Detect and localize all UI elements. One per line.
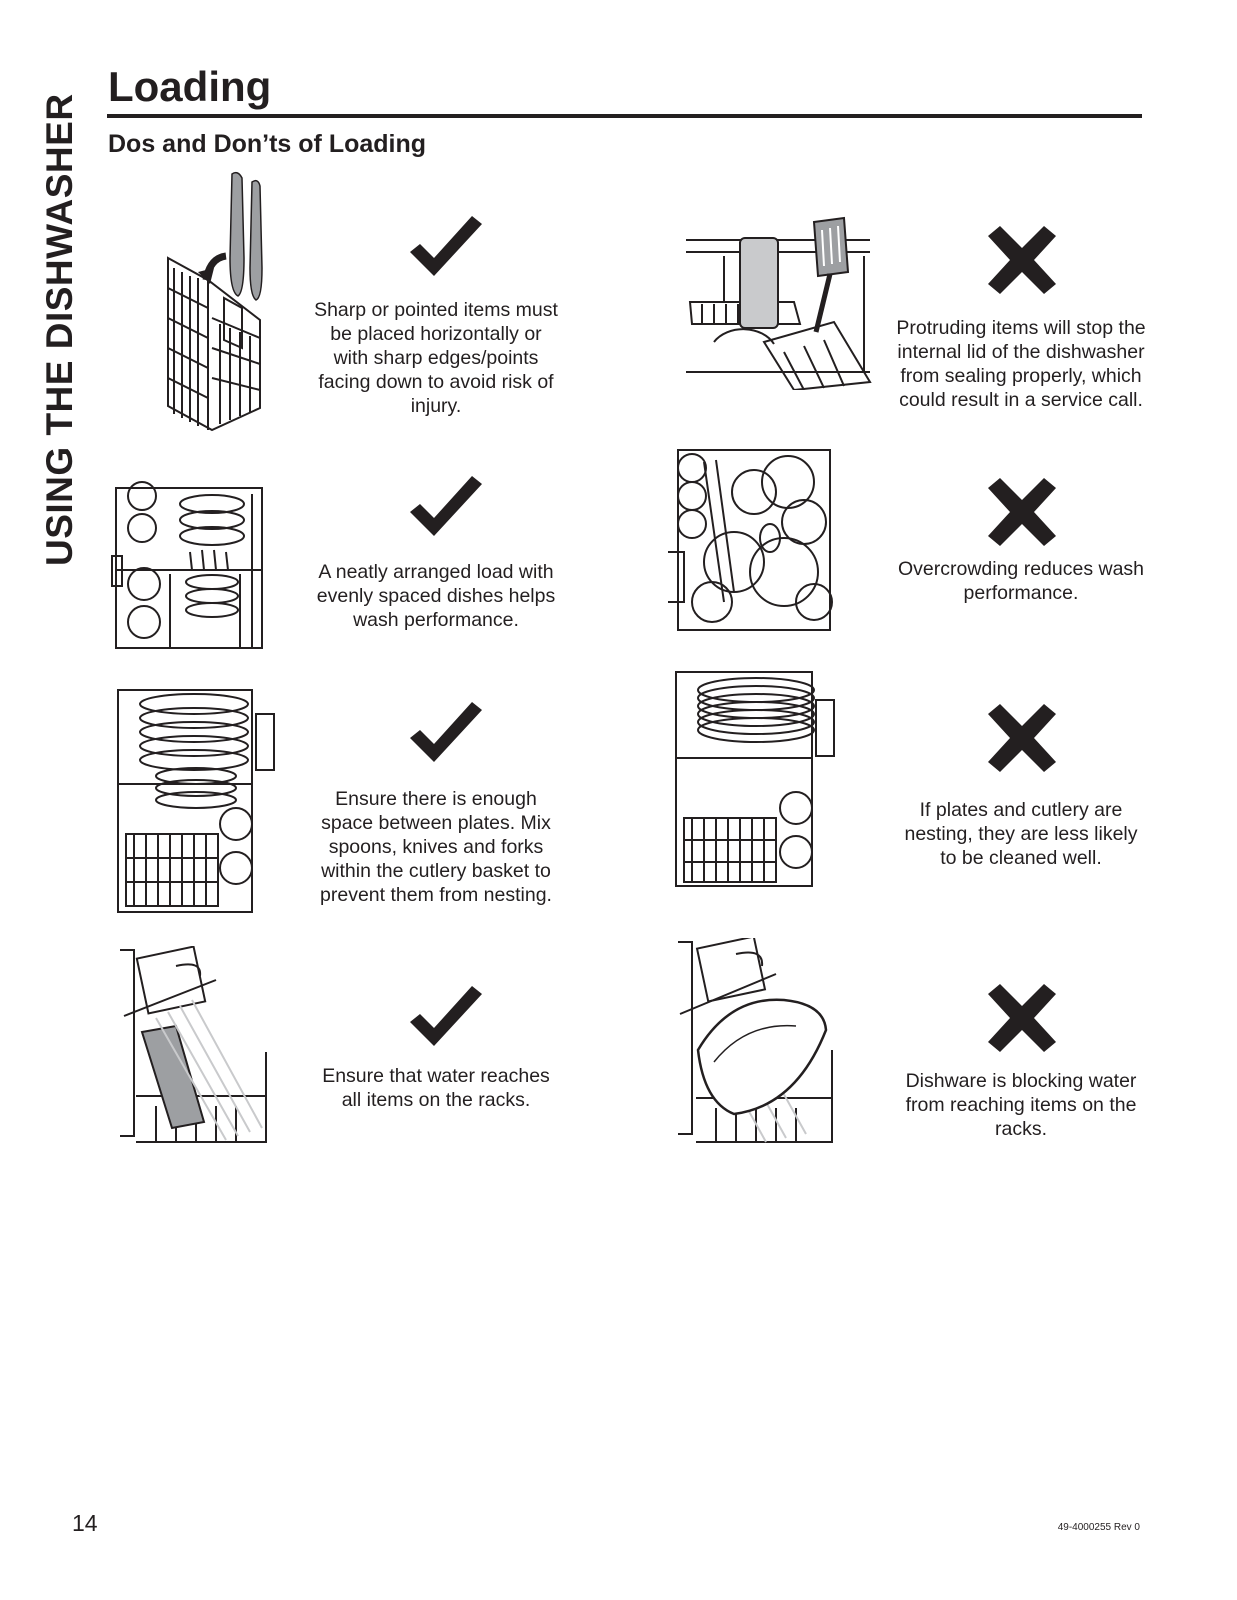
caption-dont-nesting: If plates and cutlery are nesting, they …	[904, 799, 1138, 869]
side-section-tab: USING THE DISHWASHER	[39, 70, 80, 570]
caption-do-space-plates: Ensure there is enough space between pla…	[320, 788, 552, 906]
illustration-overcrowded-load	[668, 449, 833, 631]
section-subtitle: Dos and Don’ts of Loading	[108, 130, 427, 158]
caption-dont-overcrowding: Overcrowding reduces wash performance.	[897, 558, 1145, 604]
caption-dont-protruding-items: Protruding items will stop the internal …	[896, 317, 1146, 411]
x-mark-icon	[988, 704, 1056, 772]
illustration-dishware-blocking-water	[678, 938, 833, 1143]
caption-do-sharp-items: Sharp or pointed items must be placed ho…	[314, 299, 558, 417]
caption-do-water-reaches: Ensure that water reaches all items on t…	[322, 1065, 550, 1111]
x-mark-icon	[988, 984, 1056, 1052]
illustration-nesting-plates	[675, 671, 835, 887]
checkmark-icon	[410, 702, 482, 762]
side-section-label: USING THE DISHWASHER	[39, 93, 80, 566]
illustration-water-reaching-items	[120, 946, 267, 1143]
page-number: 14	[72, 1510, 98, 1536]
illustration-neat-load	[111, 481, 263, 649]
page-title: Loading	[108, 63, 272, 110]
checkmark-icon	[410, 216, 482, 276]
checkmark-icon	[410, 476, 482, 536]
checkmark-icon	[410, 986, 482, 1046]
illustration-cutlery-basket-knives	[167, 171, 263, 432]
x-mark-icon	[988, 226, 1056, 294]
illustration-protruding-spatula	[686, 216, 872, 390]
document-code: 49-4000255 Rev 0	[1057, 1522, 1140, 1533]
x-mark-icon	[988, 478, 1056, 546]
caption-do-neat-load: A neatly arranged load with evenly space…	[316, 561, 556, 631]
caption-dont-blocking-water: Dishware is blocking water from reaching…	[905, 1070, 1137, 1140]
illustration-spaced-plates	[117, 689, 275, 913]
title-rule	[107, 114, 1142, 118]
